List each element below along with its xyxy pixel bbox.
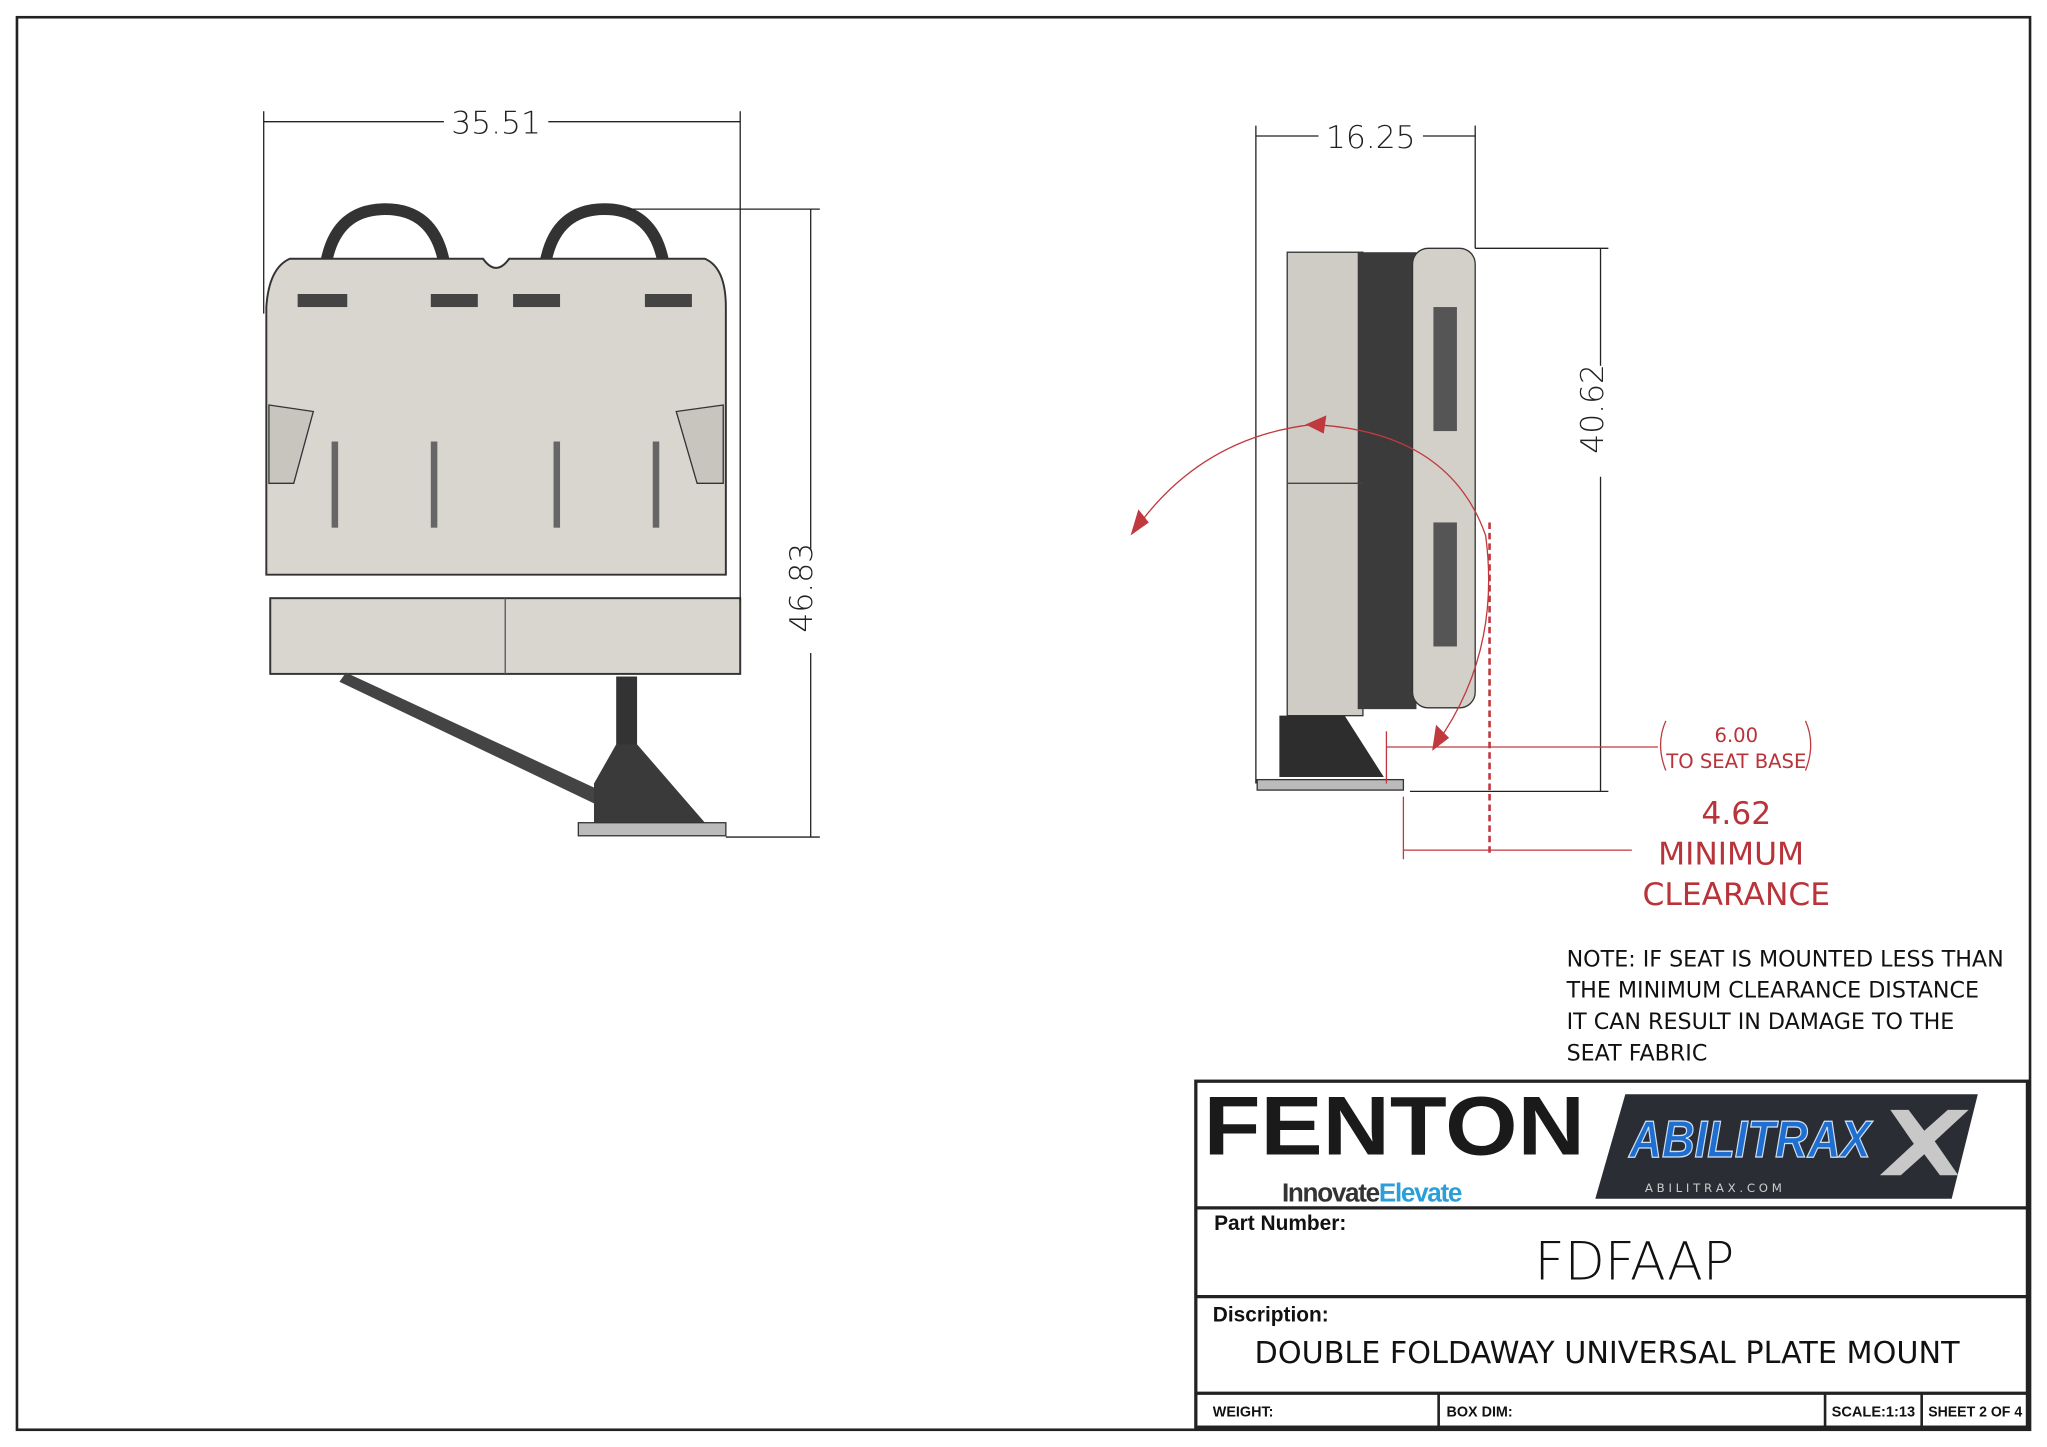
fenton-logo: FENTON: [1204, 1078, 1585, 1172]
svg-text:ABILITRAX: ABILITRAX: [1628, 1111, 1874, 1169]
slot: [297, 293, 348, 308]
slot: [644, 293, 692, 308]
seam: [652, 441, 660, 528]
clearance-label-2: CLEARANCE: [1642, 877, 1830, 913]
side-bolster: [675, 404, 724, 484]
sheet-number: SHEET 2 OF 4: [1928, 1405, 2022, 1421]
tagline: InnovateElevate: [1282, 1177, 1462, 1207]
seam: [331, 441, 339, 528]
seam: [553, 441, 561, 528]
note-line: THE MINIMUM CLEARANCE DISTANCE: [1566, 978, 1979, 1004]
box-dim-label: BOX DIM:: [1446, 1405, 1512, 1421]
base-plate-side: [1256, 778, 1405, 791]
abilitrax-logo: ABILITRAX A B I L I T R A X . C O M: [1595, 1094, 1978, 1199]
frame-side: [1357, 252, 1417, 710]
x-mark-icon: [1879, 1109, 1969, 1176]
slot: [430, 293, 478, 308]
side-bolster: [268, 404, 315, 484]
clearance-label-1: MINIMUM: [1658, 836, 1804, 872]
svg-text:A B I L I T R A X . C O M: A B I L I T R A X . C O M: [1645, 1181, 1782, 1195]
handle-right: [539, 203, 669, 263]
seat-back: [265, 257, 727, 576]
description: DOUBLE FOLDAWAY UNIVERSAL PLATE MOUNT: [1255, 1336, 1961, 1371]
weight-label: WEIGHT:: [1213, 1405, 1274, 1421]
seam: [430, 441, 438, 528]
scale: SCALE:1:13: [1832, 1405, 1916, 1421]
note-line: SEAT FABRIC: [1567, 1040, 1708, 1066]
base-plate: [577, 822, 727, 837]
fold-arc-back: [1135, 423, 1313, 530]
arrowhead-icon: [1305, 415, 1327, 434]
seat-base-dimension: 6.00: [1714, 724, 1758, 747]
note-line: IT CAN RESULT IN DAMAGE TO THE: [1567, 1009, 1955, 1035]
pedestal-side: [1279, 715, 1384, 778]
arrowhead-icon: [1432, 724, 1450, 751]
seat-base-label: TO SEAT BASE: [1665, 750, 1806, 773]
cushion-detail: [1433, 522, 1457, 647]
part-number-label: Part Number:: [1214, 1212, 1346, 1235]
fold-arc-seat: [1311, 423, 1490, 745]
slot: [513, 293, 561, 308]
note-line: NOTE: IF SEAT IS MOUNTED LESS THAN: [1567, 946, 2004, 972]
handle-left: [320, 203, 450, 263]
front-width-dimension: 35.51: [451, 105, 541, 141]
side-height-dimension: 40.62: [1575, 364, 1611, 454]
note: NOTE: IF SEAT IS MOUNTED LESS THAN THE M…: [1566, 946, 2004, 1066]
description-label: Discription:: [1213, 1303, 1329, 1326]
title-block: FENTON InnovateElevate ABILITRAX A B I L…: [1194, 1078, 2030, 1429]
sheet-border: [15, 15, 2032, 1432]
pedestal-gusset: [593, 744, 705, 823]
side-view: 16.25 40.62 6.00 TO SEAT BASE 4.62 MINIM…: [1130, 120, 1830, 913]
cushion-side: [1411, 247, 1476, 709]
support-strut: [339, 672, 614, 810]
front-view: 35.51 46.83: [263, 105, 820, 838]
front-height-dimension: 46.83: [784, 543, 820, 633]
arrowhead-icon: [1130, 509, 1149, 536]
cushion-detail: [1433, 307, 1457, 432]
clearance-dimension: 4.62: [1701, 796, 1771, 832]
part-number: FDFAAP: [1535, 1233, 1735, 1293]
side-depth-dimension: 16.25: [1326, 120, 1416, 156]
